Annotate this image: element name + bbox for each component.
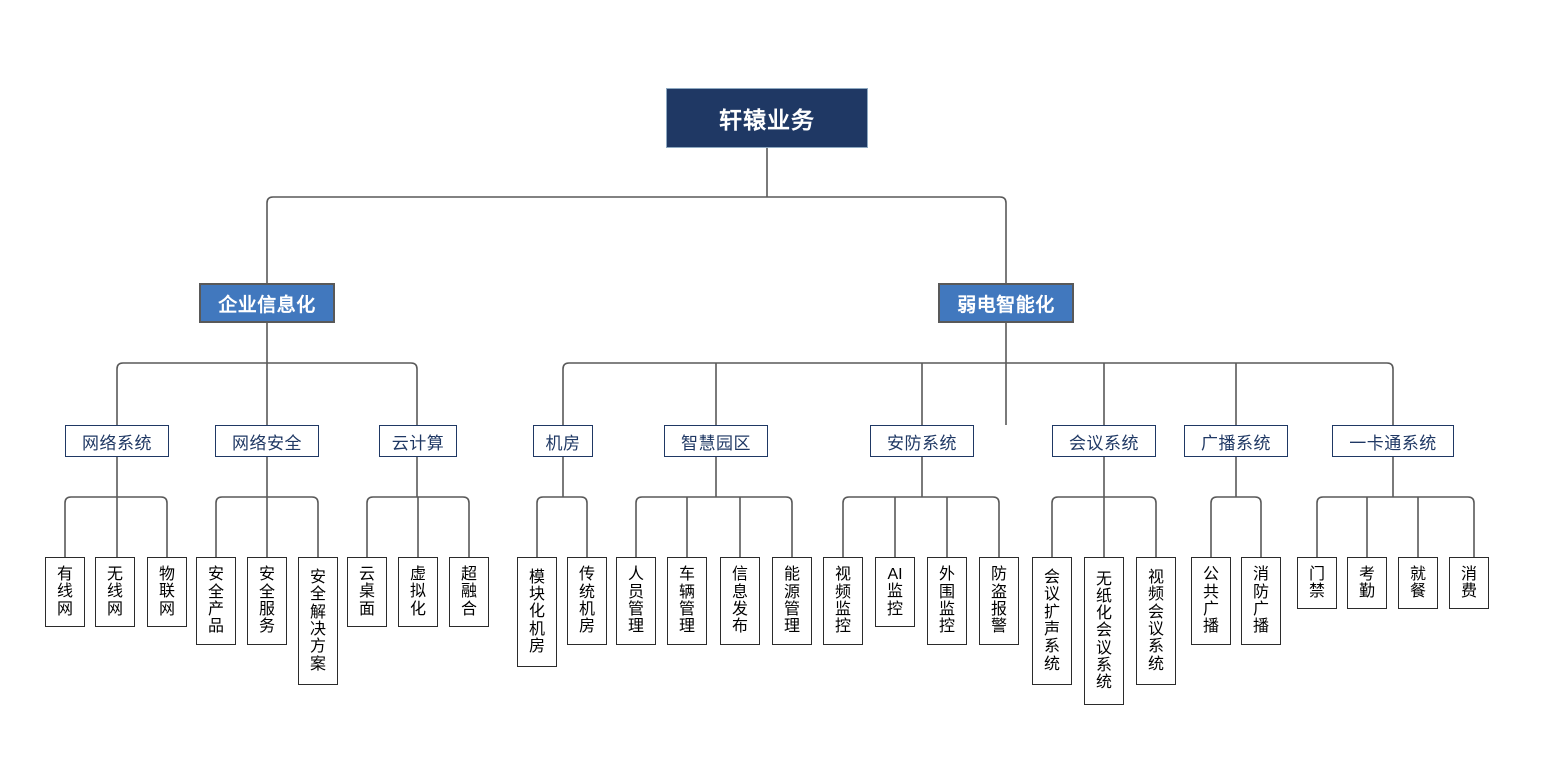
node-leaf[interactable]: 无线网	[95, 557, 135, 627]
node-leaf-label: AI监控	[886, 566, 903, 618]
node-leaf[interactable]: 传统机房	[567, 557, 607, 645]
node-leaf-label: 信息发布	[731, 566, 748, 636]
node-level2-label: 企业信息化	[218, 294, 316, 316]
node-leaf[interactable]: 无纸化会议系统	[1084, 557, 1124, 705]
node-level3-network-system[interactable]: 网络系统	[65, 425, 169, 457]
node-leaf-label: 外围监控	[938, 566, 955, 636]
node-level3-one-card-system[interactable]: 一卡通系统	[1332, 425, 1454, 457]
node-level3-label: 机房	[545, 433, 581, 453]
node-leaf-label: 就餐	[1409, 565, 1426, 600]
node-leaf[interactable]: 防盗报警	[979, 557, 1019, 645]
node-leaf[interactable]: 虚拟化	[398, 557, 438, 627]
node-leaf-label: 无纸化会议系统	[1095, 570, 1112, 692]
node-level3-label: 一卡通系统	[1349, 433, 1437, 453]
node-level3-label: 云计算	[391, 433, 445, 453]
node-leaf-label: 物联网	[158, 566, 175, 618]
node-leaf-label: 有线网	[56, 566, 73, 618]
node-leaf-label: 模块化机房	[528, 568, 545, 655]
node-leaf-label: 安全解决方案	[309, 569, 326, 673]
node-leaf-label: 防盗报警	[990, 566, 1007, 636]
node-leaf[interactable]: 有线网	[45, 557, 85, 627]
node-leaf[interactable]: 就餐	[1398, 557, 1438, 609]
node-level3-conference-system[interactable]: 会议系统	[1052, 425, 1156, 457]
node-leaf-label: 消防广播	[1252, 566, 1269, 636]
node-leaf-label: 虚拟化	[409, 566, 426, 618]
node-leaf[interactable]: 信息发布	[720, 557, 760, 645]
node-level2-enterprise-it[interactable]: 企业信息化	[199, 283, 335, 323]
node-leaf[interactable]: AI监控	[875, 557, 915, 627]
node-leaf[interactable]: 云桌面	[347, 557, 387, 627]
node-leaf[interactable]: 能源管理	[772, 557, 812, 645]
node-level3-cloud-computing[interactable]: 云计算	[379, 425, 457, 457]
node-leaf-label: 公共广播	[1202, 566, 1219, 636]
node-level3-network-security[interactable]: 网络安全	[215, 425, 319, 457]
node-leaf[interactable]: 物联网	[147, 557, 187, 627]
node-leaf-label: 能源管理	[783, 566, 800, 636]
node-level3-label: 网络安全	[232, 433, 302, 453]
node-level3-label: 网络系统	[82, 433, 152, 453]
node-leaf[interactable]: 安全解决方案	[298, 557, 338, 685]
node-leaf-label: 视频监控	[834, 566, 851, 636]
node-leaf-label: 考勤	[1358, 565, 1375, 600]
node-leaf[interactable]: 视频监控	[823, 557, 863, 645]
node-leaf[interactable]: 门禁	[1297, 557, 1337, 609]
node-leaf-label: 车辆管理	[678, 566, 695, 636]
node-level3-label: 广播系统	[1201, 433, 1271, 453]
node-leaf[interactable]: 消费	[1449, 557, 1489, 609]
node-leaf-label: 云桌面	[358, 566, 375, 618]
node-level3-label: 会议系统	[1069, 433, 1139, 453]
node-leaf-label: 门禁	[1308, 565, 1325, 600]
node-level3-data-center[interactable]: 机房	[533, 425, 593, 457]
node-level3-broadcast-system[interactable]: 广播系统	[1184, 425, 1288, 457]
node-root-label: 轩辕业务	[719, 107, 815, 133]
node-level3-security-system[interactable]: 安防系统	[870, 425, 974, 457]
node-leaf-label: 超融合	[460, 566, 477, 618]
node-leaf-label: 会议扩声系统	[1043, 569, 1060, 673]
node-leaf-label: 消费	[1460, 565, 1477, 600]
node-leaf-label: 视频会议系统	[1147, 569, 1164, 673]
node-leaf-label: 无线网	[106, 566, 123, 618]
node-leaf[interactable]: 人员管理	[616, 557, 656, 645]
node-leaf[interactable]: 消防广播	[1241, 557, 1281, 645]
node-leaf[interactable]: 考勤	[1347, 557, 1387, 609]
node-leaf[interactable]: 公共广播	[1191, 557, 1231, 645]
node-root[interactable]: 轩辕业务	[666, 88, 868, 148]
node-level3-label: 安防系统	[887, 433, 957, 453]
node-leaf[interactable]: 超融合	[449, 557, 489, 627]
node-leaf-label: 人员管理	[627, 566, 644, 636]
node-leaf-label: 安全产品	[207, 566, 224, 636]
node-leaf[interactable]: 会议扩声系统	[1032, 557, 1072, 685]
node-leaf[interactable]: 外围监控	[927, 557, 967, 645]
node-leaf[interactable]: 车辆管理	[667, 557, 707, 645]
node-level3-label: 智慧园区	[681, 433, 751, 453]
node-leaf-label: 安全服务	[258, 566, 275, 636]
node-leaf[interactable]: 安全产品	[196, 557, 236, 645]
node-level2-label: 弱电智能化	[957, 294, 1055, 316]
node-leaf-label: 传统机房	[578, 566, 595, 636]
node-leaf[interactable]: 视频会议系统	[1136, 557, 1176, 685]
node-level3-smart-park[interactable]: 智慧园区	[664, 425, 768, 457]
node-leaf[interactable]: 安全服务	[247, 557, 287, 645]
node-level2-intelligent-systems[interactable]: 弱电智能化	[938, 283, 1074, 323]
node-leaf[interactable]: 模块化机房	[517, 557, 557, 667]
